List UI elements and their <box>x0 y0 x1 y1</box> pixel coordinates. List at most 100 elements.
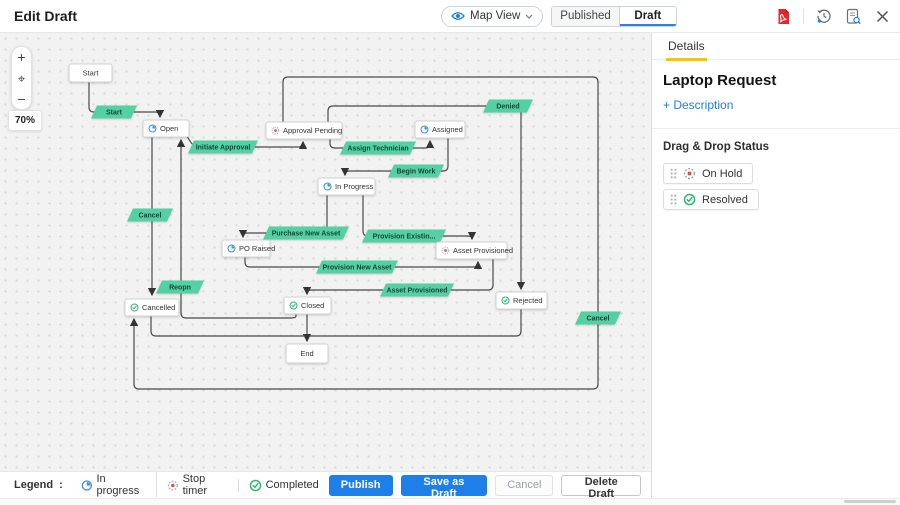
history-icon[interactable] <box>815 7 833 25</box>
eye-icon <box>451 11 465 21</box>
preview-document-icon[interactable] <box>844 7 862 25</box>
clock-icon <box>323 182 332 191</box>
transition-label-start[interactable]: Start <box>91 105 137 119</box>
clock-icon <box>148 124 157 133</box>
chevron-down-icon <box>525 14 533 19</box>
check-icon <box>501 296 510 305</box>
status-node-assigned[interactable]: Assigned <box>414 120 466 139</box>
transition-text: Assign Technician <box>347 146 408 153</box>
map-view-dropdown[interactable]: Map View <box>441 5 544 27</box>
transition-label-asset-provisioned[interactable]: Asset Provisioned <box>380 283 454 297</box>
transition-text: Provision Existin... <box>373 234 436 241</box>
status-node-closed[interactable]: Closed <box>283 296 332 315</box>
zoom-in-button[interactable]: + <box>14 50 29 64</box>
edge-approval-pending-cancelled <box>129 76 599 390</box>
transition-label-assign-technician[interactable]: Assign Technician <box>340 141 416 155</box>
transition-text: Start <box>106 110 123 117</box>
status-node-cancelled[interactable]: Cancelled <box>124 298 180 317</box>
tab-draft[interactable]: Draft <box>618 6 676 26</box>
edge-rejected-end <box>309 309 522 337</box>
clock-icon <box>227 244 236 253</box>
save-as-draft-button[interactable]: Save as Draft <box>400 474 488 500</box>
transition-label-cancel[interactable]: Cancel <box>575 311 621 325</box>
status-node-text: Cancelled <box>142 303 175 312</box>
zoom-out-button[interactable]: − <box>14 92 29 106</box>
legend-item-label: Stop timer <box>182 473 208 497</box>
transition-text: Begin Work <box>397 169 436 176</box>
publish-button[interactable]: Publish <box>328 474 393 496</box>
status-node-approval-pending[interactable]: Approval Pending <box>265 121 343 140</box>
status-node-text: Closed <box>301 301 324 310</box>
delete-draft-button[interactable]: Delete Draft <box>561 474 641 500</box>
drag-status-resolved[interactable]: Resolved <box>663 189 759 210</box>
zoom-controls: + ⌖ − <box>11 46 32 110</box>
panel-divider <box>652 128 900 129</box>
zoom-fit-button[interactable]: ⌖ <box>14 71 29 85</box>
transition-text: Initiate Approval <box>196 145 251 152</box>
transition-label-provision-existin[interactable]: Provision Existin... <box>362 229 446 243</box>
transition-text: Denied <box>496 104 519 111</box>
status-node-text: In Progress <box>335 182 374 191</box>
drag-status-label: On Hold <box>702 167 743 180</box>
tab-details[interactable]: Details <box>666 39 707 61</box>
stop-icon <box>684 168 695 179</box>
details-panel: Details Laptop Request + Description Dra… <box>651 33 900 505</box>
drag-status-label: Resolved <box>702 193 748 206</box>
status-node-text: End <box>300 349 313 358</box>
status-node-text: Open <box>160 124 178 133</box>
legend-item-label: In progress <box>96 473 140 497</box>
scrollbar-thumb[interactable] <box>844 500 896 503</box>
drag-handle-icon[interactable] <box>670 168 677 179</box>
bottom-scrollbar[interactable] <box>0 498 900 505</box>
cancel-button[interactable]: Cancel <box>495 474 554 496</box>
stop-icon <box>271 126 280 135</box>
export-pdf-icon[interactable] <box>774 7 792 25</box>
zoom-level-badge: 70% <box>8 110 43 131</box>
transition-label-provision-new-asset[interactable]: Provision New Asset <box>316 260 398 274</box>
page-title: Edit Draft <box>14 8 77 24</box>
add-description-link[interactable]: + Description <box>663 98 734 112</box>
legend-item-stop-timer: Stop timer <box>155 473 238 497</box>
edge-closed-open <box>176 138 297 319</box>
status-node-text: Start <box>83 69 100 78</box>
status-node-rejected[interactable]: Rejected <box>495 291 548 310</box>
workflow-title: Laptop Request <box>663 72 777 89</box>
close-icon[interactable] <box>873 7 891 25</box>
top-bar: Edit Draft Map View Published Draft <box>0 0 900 33</box>
status-node-text: Assigned <box>432 125 463 134</box>
transition-label-reopn[interactable]: Reopn <box>156 280 204 294</box>
status-node-in-progress[interactable]: In Progress <box>317 177 376 196</box>
status-node-start[interactable]: Start <box>68 63 113 83</box>
map-view-label: Map View <box>470 10 521 22</box>
status-node-open[interactable]: Open <box>142 119 190 138</box>
status-node-end[interactable]: End <box>285 343 329 364</box>
status-node-asset-provisioned[interactable]: Asset Provisioned <box>435 241 513 260</box>
tab-published[interactable]: Published <box>552 6 619 26</box>
edge-cancelled-end <box>150 316 305 337</box>
legend-label: Legend <box>14 479 54 491</box>
transition-label-purchase-new-asset[interactable]: Purchase New Asset <box>263 226 349 240</box>
drag-status-on-hold[interactable]: On Hold <box>663 163 754 184</box>
status-node-po-raised[interactable]: PO Raised <box>221 239 275 258</box>
transition-label-initiate-approval[interactable]: Initiate Approval <box>188 140 258 154</box>
check-icon <box>683 193 696 206</box>
transition-label-denied[interactable]: Denied <box>483 99 533 113</box>
transition-label-begin-work[interactable]: Begin Work <box>388 164 444 178</box>
transition-label-cancel[interactable]: Cancel <box>127 208 173 222</box>
status-node-text: Approval Pending <box>283 126 342 135</box>
stop-icon <box>441 246 450 255</box>
transition-text: Cancel <box>587 316 610 323</box>
legend-item-label: Completed <box>265 479 319 491</box>
view-toggle: Published Draft <box>551 5 677 27</box>
drag-handle-icon[interactable] <box>670 194 677 205</box>
status-node-text: Rejected <box>513 296 543 305</box>
transition-text: Cancel <box>139 213 162 220</box>
status-node-text: Asset Provisioned <box>453 246 513 255</box>
legend-item-in-progress: In progress <box>71 473 156 497</box>
legend-item-completed: Completed <box>237 478 329 492</box>
